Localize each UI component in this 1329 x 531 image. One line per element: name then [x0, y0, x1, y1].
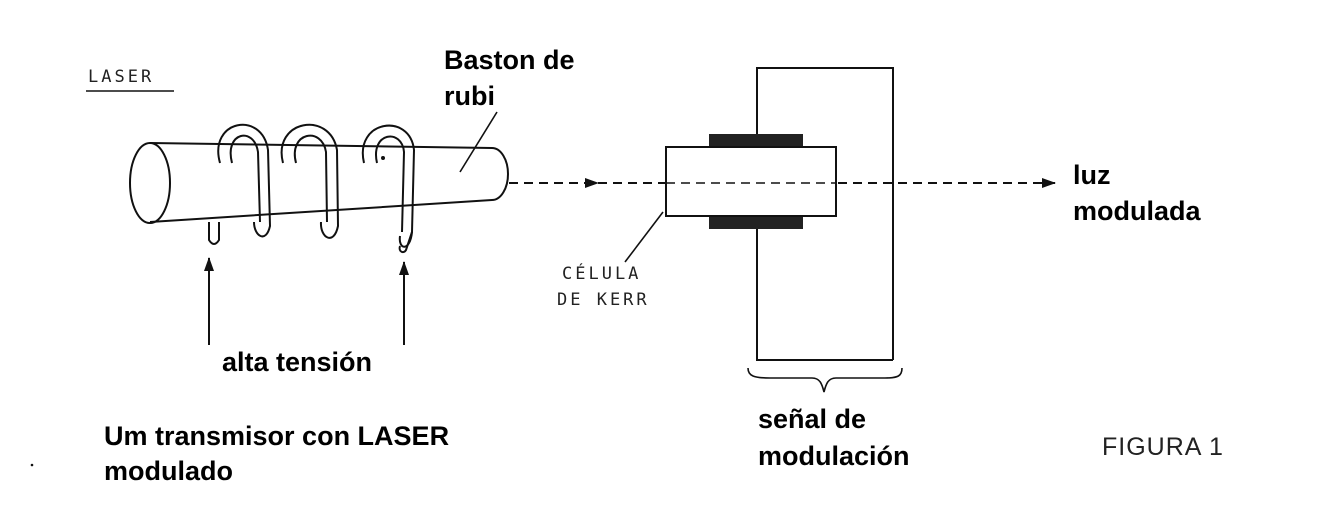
kerr-cell	[665, 146, 837, 217]
caption-line2: modulado	[104, 456, 233, 486]
rod-leader-line	[459, 111, 498, 173]
kerr-label-line2: DE KERR	[557, 290, 650, 310]
signal-brace	[747, 367, 903, 393]
helical-coil	[208, 123, 416, 254]
light-label-line2: modulada	[1073, 196, 1201, 226]
signal-label-line2: modulación	[758, 441, 910, 471]
rod-end-face	[129, 142, 171, 224]
light-label-line1: luz	[1073, 160, 1111, 190]
rod-label-line1: Baston de	[444, 45, 575, 75]
voltage-label: alta tensión	[222, 347, 372, 377]
signal-wire-right	[756, 67, 894, 360]
ruby-rod	[129, 142, 509, 224]
signal-label-line1: señal de	[758, 404, 866, 434]
kerr-leader-line	[624, 211, 664, 263]
signal-wire-bottom	[756, 229, 893, 361]
caption-line1: Um transmisor con LASER	[104, 421, 449, 451]
laser-label: LASER	[88, 67, 154, 87]
coil-lead-left	[208, 222, 220, 245]
figure-number: FIGURA 1	[1102, 433, 1224, 461]
kerr-label-line1: CÉLULA	[562, 262, 641, 284]
rod-label-line2: rubi	[444, 81, 495, 111]
coil-lead-right	[398, 231, 413, 254]
